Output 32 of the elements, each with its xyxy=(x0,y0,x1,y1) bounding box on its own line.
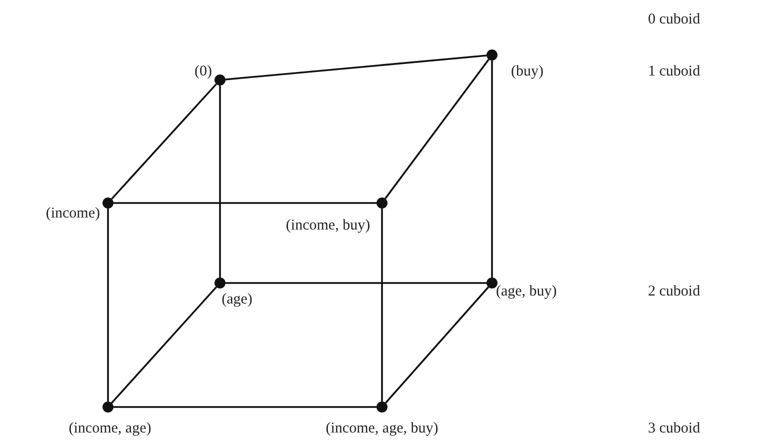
edge-line xyxy=(111,286,217,404)
edge-line xyxy=(384,58,490,200)
edge-line xyxy=(491,60,493,278)
edge-line xyxy=(384,286,490,404)
edge-line xyxy=(114,202,376,204)
vertex-label: (income, age, buy) xyxy=(326,422,438,436)
vertex-dot xyxy=(376,198,388,208)
vertex-label: (income, buy) xyxy=(286,218,370,234)
vertex-label: (income, age) xyxy=(68,422,152,436)
vertex-dot xyxy=(214,278,226,288)
vertex-label: (0) xyxy=(194,64,212,80)
vertex-label: (buy) xyxy=(511,64,544,80)
vertex-dot xyxy=(102,402,114,412)
edge-line xyxy=(114,406,376,408)
vertex-dot xyxy=(376,402,388,412)
edge-line xyxy=(111,83,217,200)
level-label: 2 cuboid xyxy=(648,284,700,300)
edge-line xyxy=(219,86,221,278)
level-label: 1 cuboid xyxy=(648,64,700,80)
vertex-label: (age) xyxy=(222,292,252,308)
vertex-dot xyxy=(214,74,226,86)
vertex-label: (age, buy) xyxy=(496,284,557,300)
vertex-dot xyxy=(486,278,498,288)
level-label: 0 cuboid xyxy=(648,12,700,28)
vertex-dot xyxy=(486,50,498,60)
edge-line xyxy=(225,54,487,80)
edge-line xyxy=(381,208,383,402)
vertex-dot xyxy=(102,198,114,208)
edge-line xyxy=(107,208,109,402)
vertex-label: (income) xyxy=(46,206,100,222)
level-label: 3 cuboid xyxy=(648,422,700,436)
edge-line xyxy=(226,282,486,284)
